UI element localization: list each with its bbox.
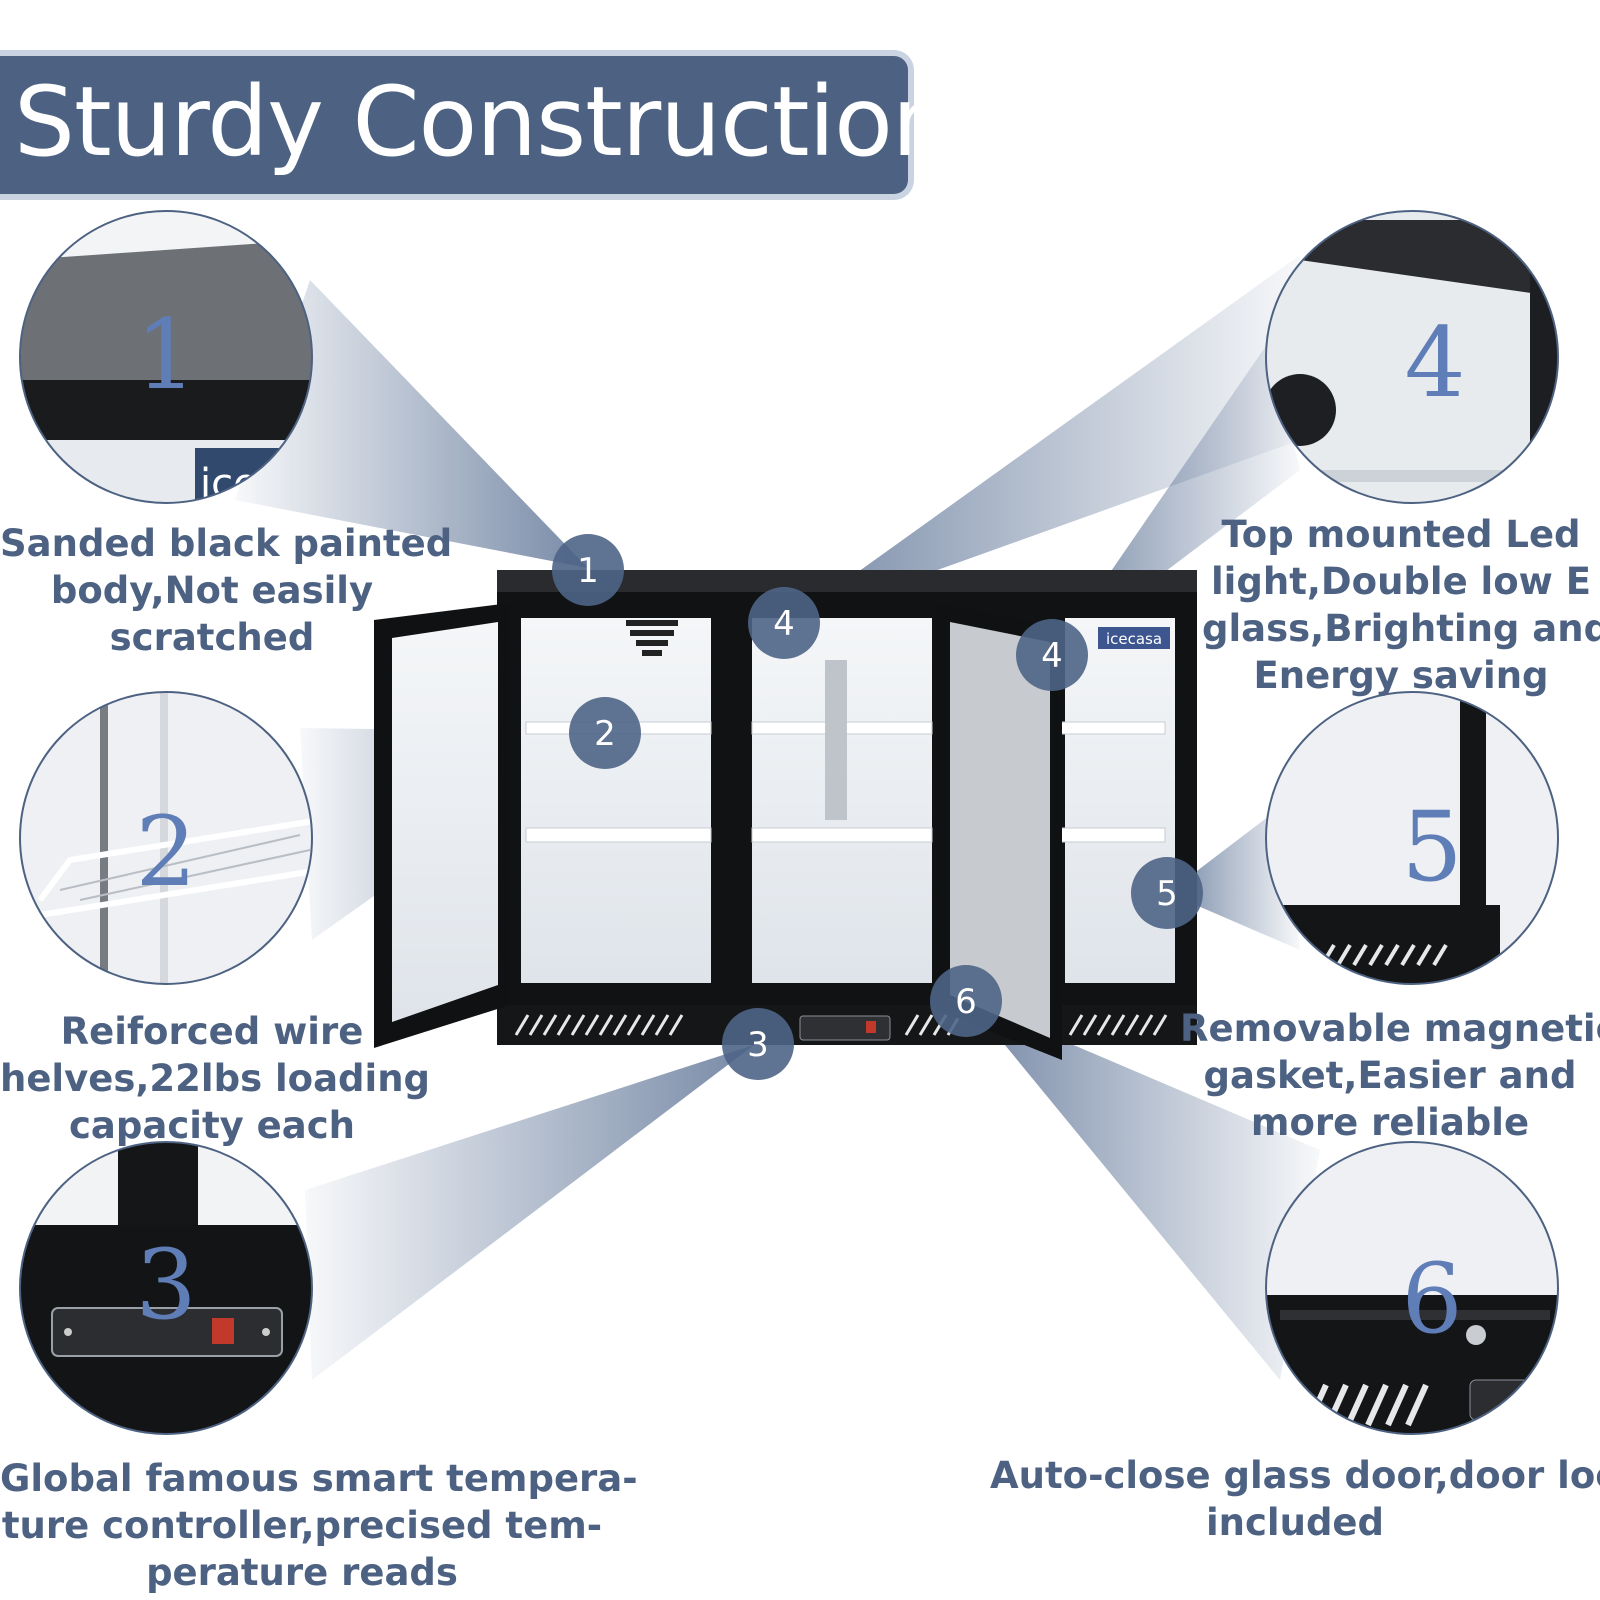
detail-circle-3: 3 [19, 1141, 313, 1435]
feature-caption-3: Global famous smart tempera- ture contro… [0, 1457, 638, 1594]
svg-text:5: 5 [1156, 874, 1178, 914]
feature-caption-5: Removable magnetic gasket,Easier and mor… [1180, 1007, 1600, 1144]
feature-number-5: 5 [1401, 791, 1462, 903]
beam-4a [784, 255, 1300, 625]
svg-text:3: 3 [747, 1025, 769, 1065]
feature-number-6: 6 [1401, 1243, 1462, 1355]
beam-6 [968, 1000, 1320, 1380]
marker-3: 3 [722, 1008, 794, 1080]
marker-2: 2 [569, 697, 641, 769]
feature-number-2: 2 [135, 796, 196, 908]
detail-circle-5: 5 [1265, 691, 1559, 985]
svg-text:1: 1 [577, 551, 599, 591]
detail-circle-4: 4 [1265, 210, 1559, 504]
feature-number-3: 3 [135, 1229, 196, 1341]
feature-caption-4: Top mounted Led light,Double low E glass… [1202, 513, 1600, 697]
feature-caption-2: Reiforced wire helves,22lbs loading capa… [0, 1010, 431, 1147]
brand-label: icecasa [1106, 630, 1162, 648]
marker-5: 5 [1131, 857, 1203, 929]
beam-1 [235, 280, 588, 568]
detail-circle-2: 2 [19, 691, 313, 985]
feature-caption-1: Sanded black painted body,Not easily scr… [0, 522, 453, 659]
svg-text:2: 2 [594, 714, 616, 754]
page-title: Sturdy Construction: [14, 66, 984, 178]
svg-text:4: 4 [1041, 636, 1063, 676]
svg-text:6: 6 [955, 982, 977, 1022]
svg-text:4: 4 [773, 604, 795, 644]
marker-4a: 4 [748, 587, 820, 659]
detail-circle-6: 6 [1265, 1141, 1559, 1435]
marker-4b: 4 [1016, 619, 1088, 691]
feature-number-1: 1 [135, 299, 196, 411]
beam-3 [305, 1045, 754, 1380]
marker-1: 1 [552, 534, 624, 606]
marker-6: 6 [930, 965, 1002, 1037]
back-bar-fridge: icecasa [374, 570, 1197, 1060]
feature-caption-6: Auto-close glass door,door lock included [990, 1454, 1600, 1544]
feature-number-4: 4 [1404, 307, 1465, 419]
title-banner: Sturdy Construction: [0, 56, 984, 194]
